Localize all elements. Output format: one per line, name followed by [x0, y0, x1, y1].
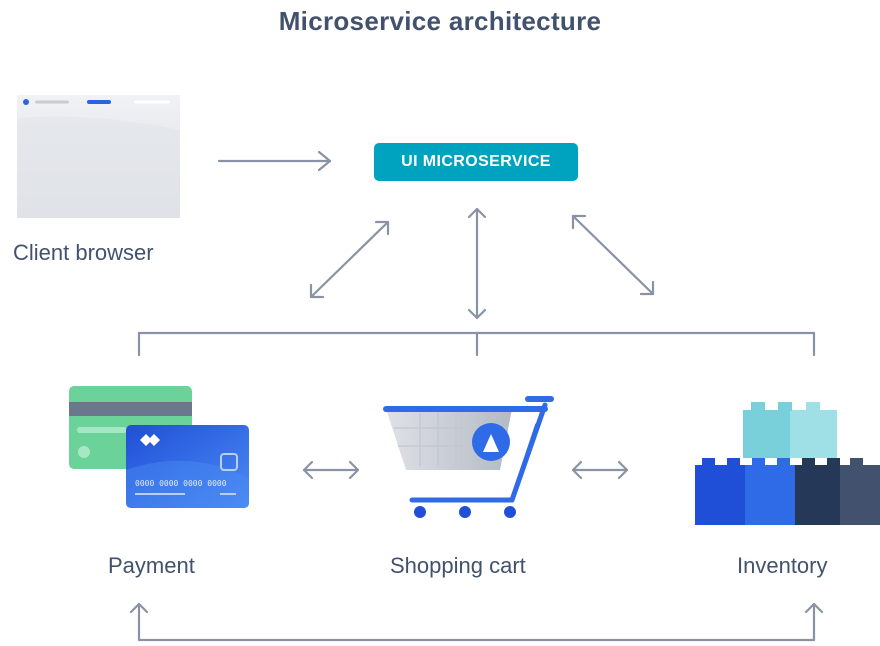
payment-label: Payment	[108, 553, 195, 578]
arrow-ui-to-cart	[467, 207, 487, 320]
inventory-label: Inventory	[737, 553, 828, 578]
client-browser-label: Client browser	[13, 240, 154, 265]
shopping-cart-label: Shopping cart	[390, 553, 526, 578]
diagram-title: Microservice architecture	[278, 6, 602, 36]
arrow-cart-inventory	[571, 460, 629, 480]
ui-microservice-label: UI MICROSERVICE	[401, 153, 551, 170]
svg-text:0000 0000 0000 0000: 0000 0000 0000 0000	[135, 479, 227, 488]
arrow-ui-to-inventory	[571, 214, 655, 296]
ui-microservice-node: UI MICROSERVICE	[374, 143, 578, 181]
arrow-ui-to-payment	[309, 220, 390, 299]
arrow-browser-to-ui	[217, 150, 332, 172]
services-bracket	[137, 331, 816, 357]
arrow-payment-cart	[302, 460, 360, 480]
arrow-payment-inventory	[129, 602, 824, 642]
